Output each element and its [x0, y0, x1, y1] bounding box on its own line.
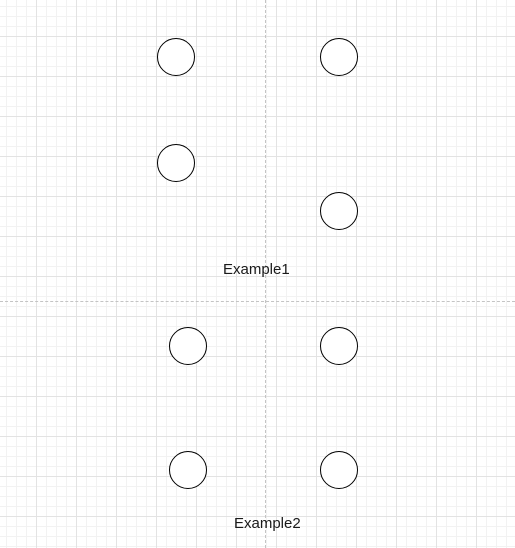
example1-circle-node[interactable]	[157, 144, 195, 182]
vertical-guide-line	[265, 0, 266, 548]
example1-circle-node[interactable]	[320, 192, 358, 230]
example1-circle-node[interactable]	[157, 38, 195, 76]
example1-label[interactable]: Example1	[223, 261, 290, 278]
example2-circle-node[interactable]	[320, 451, 358, 489]
example2-circle-node[interactable]	[169, 451, 207, 489]
horizontal-guide-line	[0, 301, 515, 302]
example2-circle-node[interactable]	[169, 327, 207, 365]
example2-circle-node[interactable]	[320, 327, 358, 365]
example2-label[interactable]: Example2	[234, 515, 301, 532]
example1-circle-node[interactable]	[320, 38, 358, 76]
